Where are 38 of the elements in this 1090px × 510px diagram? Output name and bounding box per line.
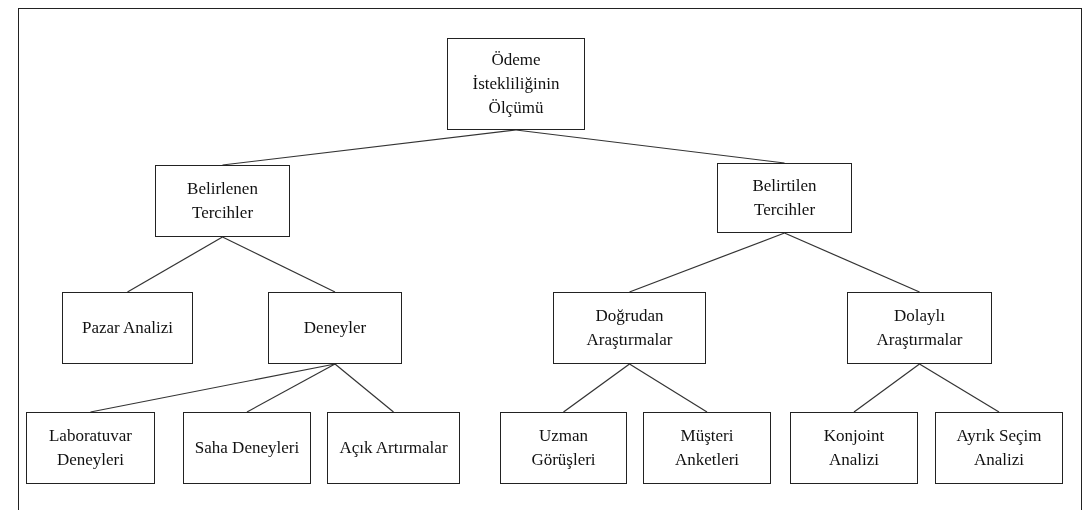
box-label: Uzman Görüşleri — [530, 425, 597, 471]
connector-line — [221, 236, 336, 293]
box-label: Saha Deneyleri — [194, 437, 300, 459]
box-label: Laboratuvar Deneyleri — [47, 425, 134, 471]
text-box — [183, 412, 311, 484]
connector-line — [126, 236, 224, 293]
box-label: Konjoint Analizi — [822, 425, 886, 471]
text-box — [935, 412, 1063, 484]
text-box — [790, 412, 918, 484]
box-label: Açık Artırmalar — [339, 437, 448, 459]
text-box — [155, 165, 290, 237]
text-box — [447, 38, 585, 130]
box-label: Deneyler — [303, 317, 367, 339]
text-box — [62, 292, 193, 364]
connector-line — [246, 363, 336, 413]
box-label: Pazar Analizi — [81, 317, 174, 339]
box-label: Doğrudan Araştırmalar — [585, 305, 674, 351]
connector-line — [918, 363, 1000, 413]
connector-line — [783, 232, 921, 293]
text-box — [327, 412, 460, 484]
connector-line — [853, 363, 921, 413]
box-label: Ayrık Seçim Analizi — [955, 425, 1043, 471]
box-label: Müşteri Anketleri — [673, 425, 741, 471]
connector-line — [562, 363, 631, 413]
box-label: Belirtilen Tercihler — [751, 175, 818, 221]
box-label: Belirlenen Tercihler — [186, 178, 259, 224]
box-label: Dolaylı Araştırmalar — [875, 305, 964, 351]
text-box — [553, 292, 706, 364]
text-box — [847, 292, 992, 364]
box-label: Ödeme İstekliliğinin Ölçümü — [471, 49, 561, 119]
text-box — [643, 412, 771, 484]
text-box — [26, 412, 155, 484]
text-box — [717, 163, 852, 233]
connector-line — [628, 232, 786, 293]
connector-line — [628, 363, 708, 413]
connector-line — [334, 363, 395, 413]
text-box — [268, 292, 402, 364]
text-box — [500, 412, 627, 484]
